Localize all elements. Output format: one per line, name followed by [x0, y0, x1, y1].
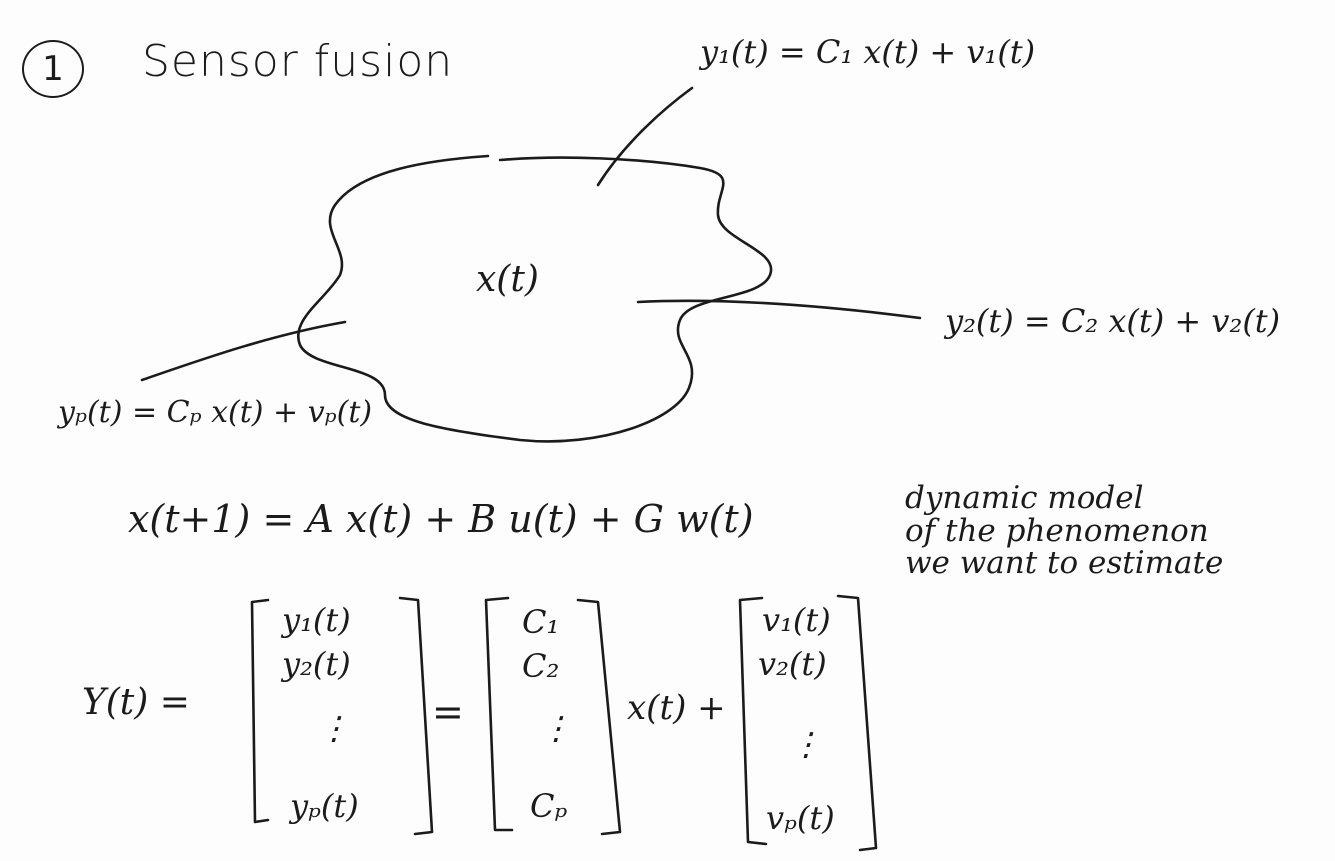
v-vector-entry: ⋮ [790, 725, 822, 763]
leader-y1 [596, 86, 694, 187]
y-vector-entry: y₁(t) [282, 601, 351, 639]
c-vector-entry: ⋮ [540, 709, 572, 747]
page-title: Sensor fusion [142, 36, 454, 87]
stacked-output-label: Y(t) = [82, 682, 190, 723]
state-label: x(t) [476, 259, 539, 300]
dynamics-note: dynamic model of the phenomenon we want … [905, 480, 1224, 582]
v-vector-entry: v₂(t) [758, 645, 827, 683]
y-vector-entry: y₂(t) [282, 645, 351, 683]
leader-y2 [636, 299, 922, 320]
c-vector-entry: C₂ [522, 647, 560, 685]
c-vector-entry: C₁ [522, 603, 560, 641]
bracket-c-left [484, 596, 514, 832]
bracket-v-right [836, 594, 878, 852]
phenomenon-blob [296, 154, 773, 443]
leader-yp [140, 320, 347, 382]
v-vector-entry: vₚ(t) [766, 799, 835, 837]
dynamics-equation: x(t+1) = A x(t) + B u(t) + G w(t) [128, 497, 754, 541]
sensor-2-equation: y₂(t) = C₂ x(t) + v₂(t) [945, 302, 1281, 340]
bracket-c-right [576, 598, 622, 836]
y-vector-entry: ⋮ [318, 709, 350, 747]
bracket-y-left [250, 598, 270, 824]
sensor-1-equation: y₁(t) = C₁ x(t) + v₁(t) [700, 33, 1036, 71]
y-vector-entry: yₚ(t) [290, 787, 359, 825]
bracket-y-right [398, 596, 434, 836]
v-vector-entry: v₁(t) [762, 601, 831, 639]
sensor-p-equation: yₚ(t) = Cₚ x(t) + vₚ(t) [58, 395, 373, 430]
c-vector-entry: Cₚ [530, 787, 568, 825]
equals-sign: = [432, 690, 464, 734]
bracket-v-left [738, 596, 768, 846]
times-state-label: x(t) + [627, 688, 726, 728]
section-number-badge: 1 [22, 40, 84, 98]
